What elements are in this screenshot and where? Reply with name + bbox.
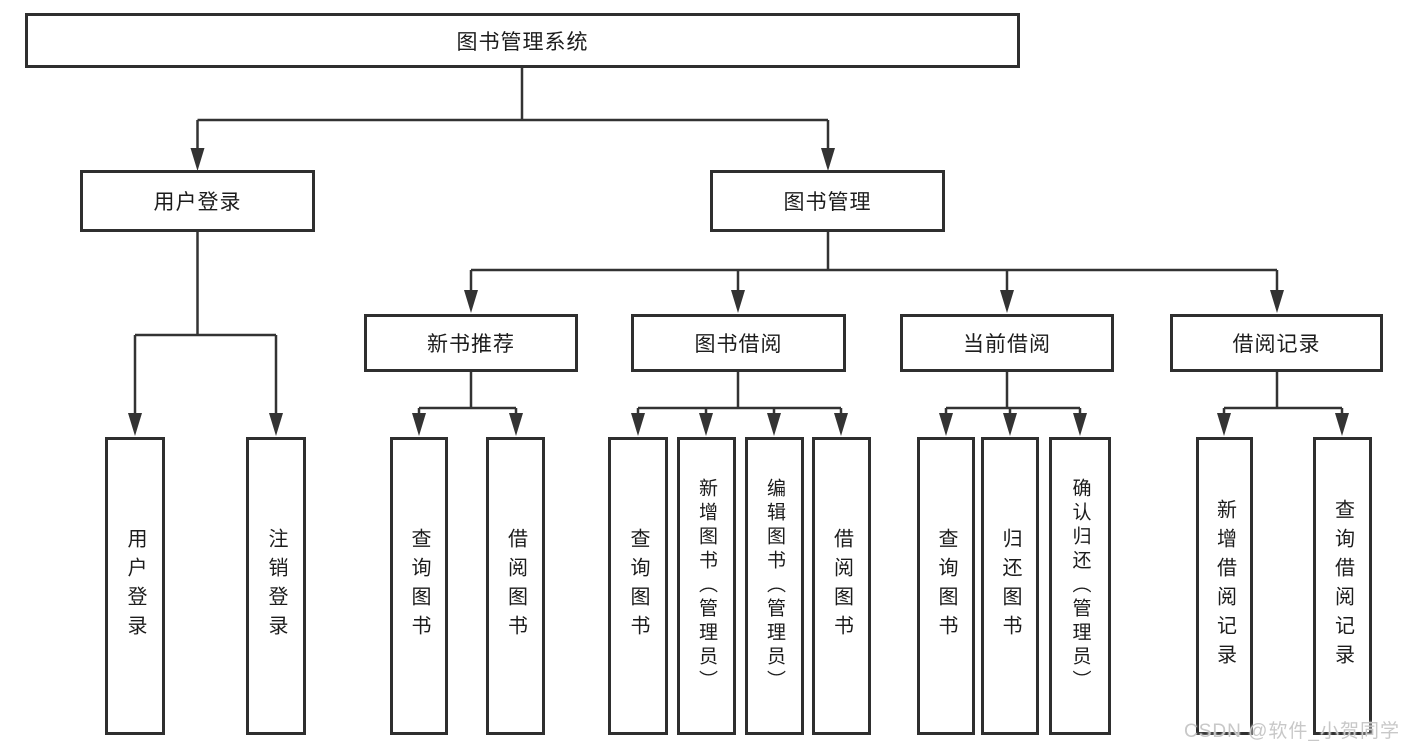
node-root: 图书管理系统 [25, 13, 1020, 68]
leaf-borrow-books-label: 借阅图书 [830, 528, 853, 644]
leaf-return-books-label: 归还图书 [999, 528, 1021, 644]
node-user-login: 用户登录 [80, 170, 315, 232]
leaf-edit-books-admin: 编辑图书（管理员） [745, 437, 804, 735]
leaf-confirm-return-admin-label: 确认归还（管理员） [1069, 478, 1091, 694]
node-new-book-recommend: 新书推荐 [364, 314, 578, 372]
node-book-management: 图书管理 [710, 170, 945, 232]
leaf-borrow-books: 借阅图书 [812, 437, 871, 735]
leaf-confirm-return-admin: 确认归还（管理员） [1049, 437, 1111, 735]
arrowheads [128, 148, 1349, 436]
leaf-user-login-label: 用户登录 [124, 528, 146, 644]
leaf-query-borrow-record-label: 查询借阅记录 [1331, 499, 1354, 673]
leaf-logout-label: 注销登录 [265, 528, 287, 644]
leaf-add-borrow-record: 新增借阅记录 [1196, 437, 1253, 735]
leaf-query-books-recommend-label: 查询图书 [408, 528, 430, 644]
leaf-user-login: 用户登录 [105, 437, 165, 735]
node-new-book-recommend-label: 新书推荐 [427, 333, 515, 356]
node-borrow-records: 借阅记录 [1170, 314, 1383, 372]
node-user-login-label: 用户登录 [153, 191, 242, 214]
leaf-borrow-books-recommend-label: 借阅图书 [504, 528, 527, 644]
node-borrow-records-label: 借阅记录 [1232, 333, 1321, 356]
node-book-borrow-label: 图书借阅 [694, 333, 783, 356]
leaf-return-books: 归还图书 [981, 437, 1039, 735]
node-book-borrow: 图书借阅 [631, 314, 846, 372]
node-book-management-label: 图书管理 [783, 191, 872, 214]
leaf-add-books-admin: 新增图书（管理员） [677, 437, 736, 735]
leaf-query-books-current-label: 查询图书 [935, 528, 957, 644]
leaf-query-books-borrow: 查询图书 [608, 437, 668, 735]
leaf-query-borrow-record: 查询借阅记录 [1313, 437, 1372, 735]
leaf-edit-books-admin-label: 编辑图书（管理员） [764, 478, 785, 694]
leaf-query-books-recommend: 查询图书 [390, 437, 448, 735]
leaf-add-borrow-record-label: 新增借阅记录 [1213, 499, 1236, 673]
node-current-borrow: 当前借阅 [900, 314, 1114, 372]
tree-connector-lines [133, 68, 1344, 415]
leaf-add-books-admin-label: 新增图书（管理员） [696, 478, 717, 694]
leaf-query-books-current: 查询图书 [917, 437, 975, 735]
leaf-logout: 注销登录 [246, 437, 306, 735]
leaf-borrow-books-recommend: 借阅图书 [486, 437, 545, 735]
node-current-borrow-label: 当前借阅 [963, 333, 1051, 356]
leaf-query-books-borrow-label: 查询图书 [627, 528, 649, 644]
csdn-watermark: CSDN @软件_小贺同学 [1184, 721, 1400, 742]
node-root-label: 图书管理系统 [456, 30, 589, 54]
